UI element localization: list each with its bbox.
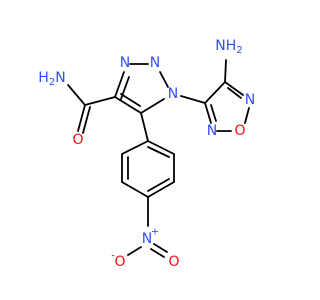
- nitro-o-minus-charge: -: [111, 251, 115, 262]
- furazan-oxygen-label: O: [234, 123, 245, 139]
- bond-fz-n-o: [244, 107, 250, 124]
- bond-c5-c4-double: [120, 93, 141, 107]
- bond-n1-c5: [140, 98, 165, 114]
- bond-fz-c4-n-double: [227, 87, 242, 99]
- bond-c5-phenyl: [140, 112, 149, 142]
- amino-nh2-label: NH2: [215, 38, 242, 56]
- bond-ph-6: [147, 140, 175, 155]
- bond-fz-n-c3-double: [210, 104, 217, 122]
- amide-nh2-label: H2N: [38, 70, 65, 88]
- bond-c5-c4: [114, 96, 142, 114]
- furazan-n-top-label: N: [245, 92, 255, 108]
- amide-oxygen-label: O: [72, 132, 83, 148]
- triazole-n1-label: N: [168, 86, 178, 102]
- bond-ph-4-double: [147, 178, 170, 192]
- bond-fz-c3-c4: [204, 81, 226, 104]
- bond-amide-to-ring: [84, 96, 116, 106]
- bond-amide-c-o: [77, 104, 86, 132]
- bond-n2-n1: [159, 71, 169, 88]
- furazan-n-bottom-label: N: [207, 123, 217, 139]
- bond-ph-1: [121, 140, 149, 155]
- bond-amide-c-o-double: [82, 106, 91, 134]
- nitro-n-plus-charge: +: [151, 227, 159, 238]
- bond-fz-n-c3: [204, 102, 212, 124]
- bond-ph-3: [121, 181, 149, 198]
- molecule-structure: H2N O N N N NH2 N O N N + O - O: [38, 38, 255, 270]
- bond-n1-furazan: [180, 95, 206, 104]
- bond-nitro-o-left: [127, 246, 142, 256]
- nitro-o-right-label: O: [168, 254, 179, 270]
- bond-nitro-o-right-double: [150, 248, 165, 258]
- nitro-o-left-label: O: [114, 254, 125, 270]
- triazole-n3-label: N: [120, 55, 130, 71]
- bond-ph-4: [147, 181, 175, 198]
- bond-ph-6-double: [147, 146, 170, 158]
- bonds: [67, 59, 250, 258]
- atom-labels: H2N O N N N NH2 N O N N + O - O: [38, 38, 255, 270]
- bond-amide-c-n: [67, 84, 86, 106]
- triazole-n2-label: N: [150, 55, 160, 71]
- nitro-n-label: N: [142, 231, 152, 247]
- bond-nitro-o-right: [153, 243, 168, 253]
- bond-fz-c4-n: [224, 81, 244, 96]
- bond-c4-n3: [114, 71, 125, 98]
- bond-fz-c4-nh2: [224, 59, 227, 83]
